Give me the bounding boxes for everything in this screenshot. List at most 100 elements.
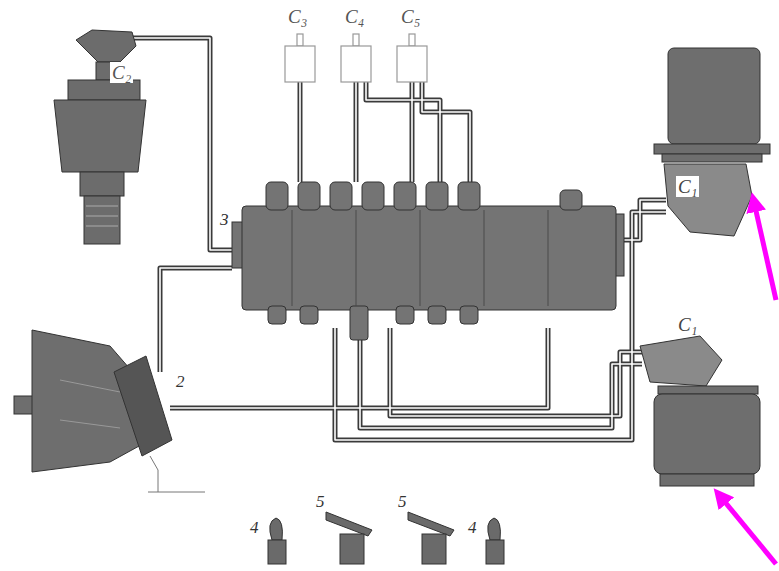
cylinder-rod — [297, 34, 303, 46]
pointer-arrow — [754, 202, 776, 300]
hose — [132, 38, 232, 250]
cylinder-body — [397, 46, 427, 82]
hose — [160, 268, 232, 372]
controls — [268, 512, 504, 564]
spool-bottom — [268, 306, 286, 324]
callout-number: 5 — [314, 492, 327, 511]
block-body — [242, 206, 616, 310]
pedal-base — [340, 534, 364, 564]
pump-detail — [60, 380, 120, 392]
hose — [618, 200, 666, 240]
part-label: C₅ — [399, 6, 422, 27]
hose — [298, 82, 303, 182]
spool-top — [394, 182, 416, 210]
valve-thread — [86, 206, 118, 207]
callout-number: 2 — [174, 372, 187, 391]
section-line — [356, 210, 357, 306]
cylinder-body — [341, 46, 371, 82]
hose — [366, 82, 440, 182]
pointer-arrow — [720, 496, 776, 564]
spool-bottom — [460, 306, 478, 324]
pump-head — [114, 356, 172, 456]
motor-top — [654, 48, 770, 236]
cylinder-body — [285, 46, 315, 82]
hose — [360, 328, 642, 428]
motor-housing — [654, 394, 760, 474]
valve-body — [80, 172, 124, 196]
hose — [299, 82, 301, 182]
cylinder-rod — [409, 34, 415, 46]
valve-thread — [86, 226, 118, 227]
spool-top — [330, 182, 352, 210]
spool-top — [266, 182, 288, 210]
hose — [390, 328, 642, 416]
valve-block — [232, 182, 624, 340]
hose — [422, 82, 470, 182]
spool-top — [560, 190, 582, 210]
callout-number: 4 — [466, 518, 479, 537]
motor-housing — [668, 48, 760, 144]
valve-body — [84, 196, 120, 244]
spool-bottom — [428, 306, 446, 324]
motor-flange — [658, 386, 758, 394]
joystick-base — [486, 540, 504, 564]
hose — [160, 268, 232, 372]
cylinders — [285, 34, 427, 82]
hose — [390, 328, 642, 416]
section-line — [484, 210, 485, 306]
pump — [14, 330, 205, 492]
section-line — [548, 210, 549, 306]
section-line — [420, 210, 421, 306]
valve-body — [54, 100, 146, 172]
pedal — [326, 512, 372, 536]
valve-body — [68, 80, 140, 100]
valve-thread — [86, 216, 118, 217]
motor-bottom — [640, 336, 760, 486]
hose — [366, 82, 440, 182]
motor-gear — [640, 336, 722, 386]
motor-gear — [664, 164, 752, 236]
part-label: C₃ — [286, 6, 309, 27]
spool-bottom — [350, 306, 368, 340]
hose-inner — [132, 38, 666, 440]
motor-flange — [654, 144, 770, 154]
hose-outer — [132, 38, 666, 440]
hose — [410, 82, 415, 182]
valve-c2 — [54, 30, 146, 244]
pedal — [408, 512, 454, 536]
hose — [360, 328, 642, 428]
hose — [355, 82, 357, 182]
valve-head — [76, 30, 136, 62]
spool-top — [426, 182, 448, 210]
hose — [132, 38, 232, 250]
joystick-base — [268, 540, 286, 564]
hose — [354, 82, 359, 182]
hose — [618, 200, 666, 240]
pump-detail — [60, 420, 120, 428]
pump-shaft — [14, 396, 34, 414]
hose — [422, 82, 470, 182]
callout-number: 4 — [248, 518, 261, 537]
spool-bottom — [300, 306, 318, 324]
cylinder-rod — [353, 34, 359, 46]
drain-line — [148, 456, 205, 492]
motor-flange — [662, 154, 762, 162]
part-label: C₁ — [676, 176, 699, 197]
part-label: C₂ — [110, 62, 133, 83]
spool-bottom — [396, 306, 414, 324]
pedal-base — [422, 534, 446, 564]
part-label: C₄ — [343, 6, 366, 27]
callout-number: 5 — [396, 492, 409, 511]
spool-top — [458, 182, 480, 210]
section-line — [292, 210, 293, 306]
callout-number: 3 — [218, 210, 231, 229]
spool-top — [362, 182, 384, 210]
joystick — [488, 518, 501, 540]
joystick — [270, 518, 283, 540]
hose — [411, 82, 413, 182]
part-label: C₁ — [676, 314, 699, 335]
spool-top — [298, 182, 320, 210]
